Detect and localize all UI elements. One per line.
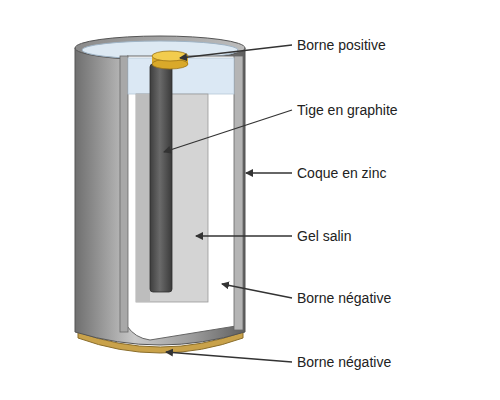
leader-line (166, 352, 292, 362)
leader-line (222, 284, 292, 298)
part-label: Borne négative (297, 354, 391, 370)
part-label: Gel salin (297, 228, 351, 244)
leader-line (180, 45, 292, 58)
part-label: Borne négative (297, 290, 391, 306)
graphite-rod (150, 64, 172, 292)
shell-cut-edge (234, 56, 243, 330)
part-label: Coque en zinc (297, 165, 387, 181)
part-label: Tige en graphite (297, 102, 398, 118)
leader-line (246, 172, 292, 173)
seal-band (128, 58, 234, 94)
salt-gel-shade (136, 94, 150, 302)
cutaway-interior (127, 56, 236, 340)
positive-cap-top (152, 51, 188, 61)
leader-line (164, 110, 292, 152)
part-label: Borne positive (297, 37, 386, 53)
leader-line (196, 235, 292, 236)
zinc-shell (75, 48, 245, 345)
shell-cut-edge (120, 56, 128, 332)
